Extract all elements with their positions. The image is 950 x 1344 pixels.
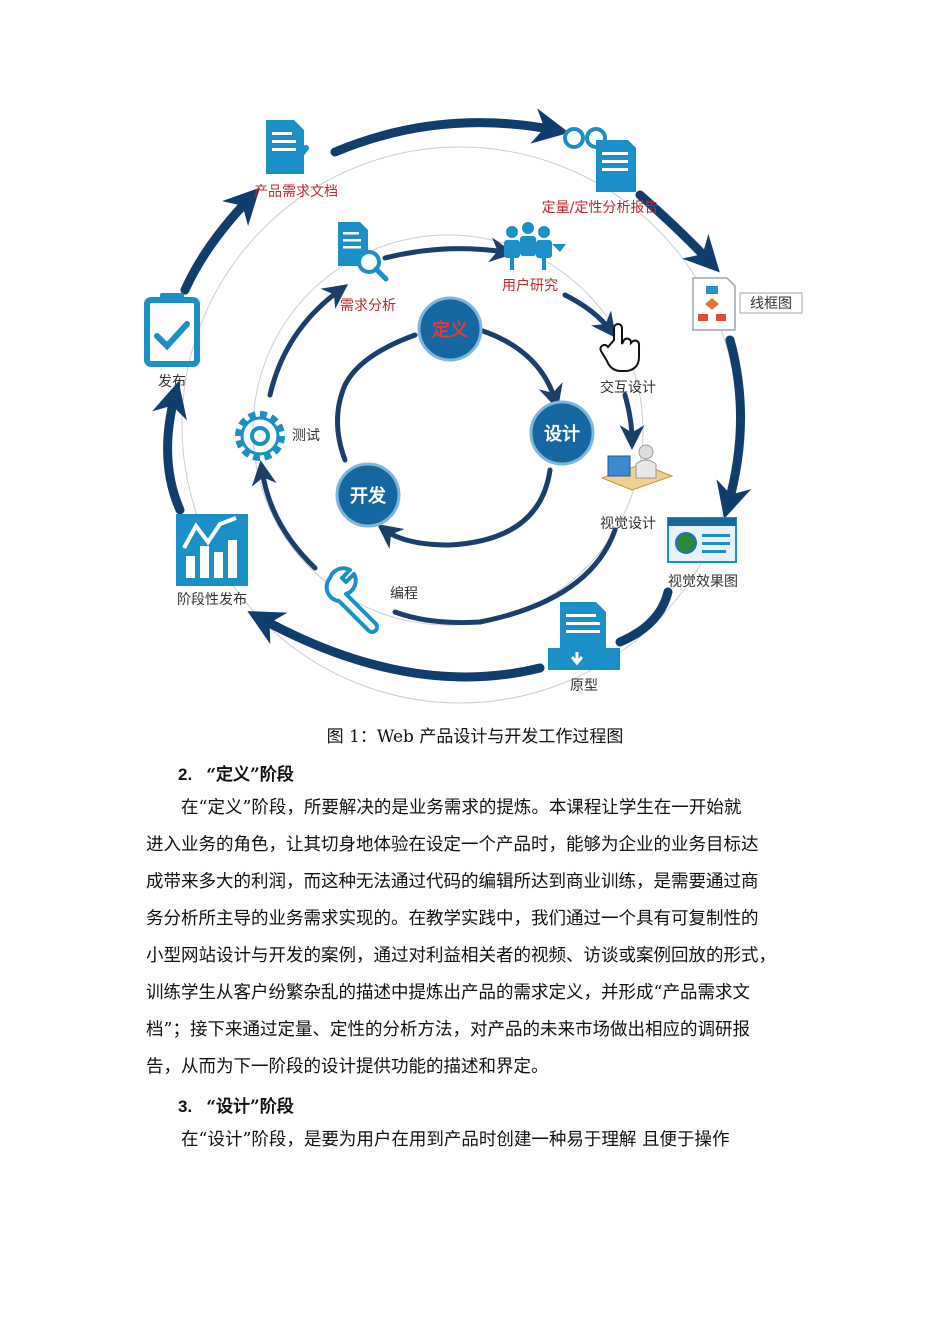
hub-define: 定义 [417,296,483,362]
paragraph-line: 务分析所主导的业务需求实现的。在教学实践中，我们通过一个具有可复制性的 [146,909,759,929]
hub-define-label: 定义 [432,319,468,341]
process-diagram: 定义 设计 开发 产品需求文档 定量/定性分析报告 线框图 [144,108,803,704]
inner-cycle-arrows [335,327,563,549]
document-tray-icon [548,602,620,670]
gear-icon [235,411,285,461]
paragraph-line: 进入业务的角色，让其切身地体验在设定一个产品时，能够为企业的业务目标达 [146,835,759,855]
paragraph-line: 告，从而为下一阶段的设计提供功能的描述和界定。 [146,1057,549,1077]
hub-develop: 开发 [335,462,401,528]
label-testing: 测试 [292,428,320,444]
label-mockup: 视觉效果图 [668,574,738,590]
paragraph-line: 档”；接下来通过定量、定性的分析方法，对产品的未来市场做出相应的调研报 [146,1020,750,1040]
label-report: 定量/定性分析报告 [542,200,659,216]
label-visual: 视觉设计 [600,516,656,532]
glasses-document-icon [563,127,636,192]
clipboard-check-icon [144,293,200,367]
hub-design: 设计 [529,400,595,466]
label-interaction: 交互设计 [600,379,656,396]
label-release: 发布 [158,374,186,390]
figure-caption: 图 1：Web 产品设计与开发工作过程图 [326,727,624,747]
paragraph-line: 小型网站设计与开发的案例，通过对利益相关者的视频、访谈或案例回放的形式， [146,946,776,966]
label-prd: 产品需求文档 [254,184,338,200]
paragraph-line: 成带来多大的利润，而这种无法通过代码的编辑所达到商业训练，是需要通过商 [146,872,759,892]
browser-mockup-icon [667,517,737,563]
label-wireframe: 线框图 [750,296,792,312]
label-user-research: 用户研究 [502,277,558,294]
paragraph-line: 在“设计”阶段，是要为用户在用到产品时创建一种易于理解 且便于操作 [181,1130,730,1150]
hub-develop-label: 开发 [350,485,387,507]
label-prototype: 原型 [570,678,598,694]
paragraph-line: 在“定义”阶段，所要解决的是业务需求的提炼。本课程让学生在一开始就 [181,798,742,818]
label-req-analysis: 需求分析 [340,298,396,314]
users-group-icon [504,222,566,270]
document-search-icon [338,222,389,282]
growth-chart-icon [176,514,248,586]
paragraph-line: 训练学生从客户纷繁杂乱的描述中提炼出产品的需求定义，并形成“产品需求文 [146,983,750,1003]
wrench-icon [324,566,379,634]
section-3-number: 3. [178,1097,193,1116]
hand-cursor-icon [599,323,640,372]
flowchart-icon [692,277,803,331]
designer-desk-icon [600,444,674,491]
section-2-heading: 2. “定义”阶段 [178,760,294,785]
section-3-paragraph: 在“设计”阶段，是要为用户在用到产品时创建一种易于理解 且便于操作 [146,1122,811,1159]
label-coding: 编程 [390,586,418,602]
middle-cycle-arrows [251,237,645,626]
section-2-title: “定义”阶段 [206,765,294,785]
document-check-icon [266,120,309,174]
label-beta: 阶段性发布 [177,592,247,608]
section-3-heading: 3. “设计”阶段 [178,1092,294,1117]
section-2-number: 2. [178,765,193,784]
hub-design-label: 设计 [544,423,580,445]
section-2-paragraph: 在“定义”阶段，所要解决的是业务需求的提炼。本课程让学生在一开始就 进入业务的角… [146,790,811,1086]
section-3-title: “设计”阶段 [206,1097,294,1117]
outer-cycle-arrows [152,108,752,682]
